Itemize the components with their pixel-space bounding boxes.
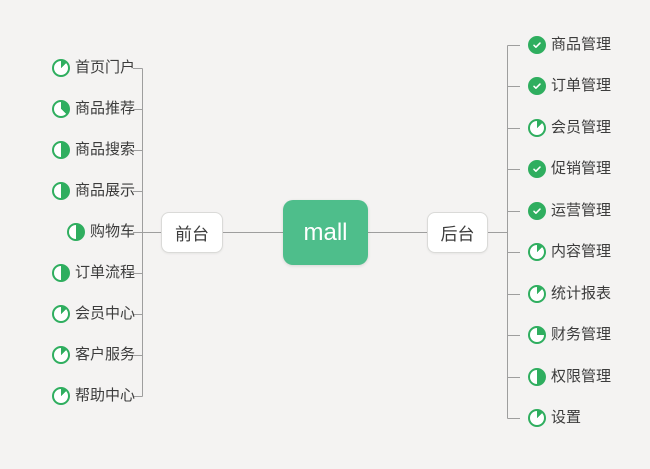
progress-icon [528, 326, 546, 344]
progress-icon [51, 141, 70, 159]
topic-label: 会员中心 [74, 305, 135, 322]
branch-node-backend[interactable]: 后台 [427, 212, 488, 253]
topic-label: 商品搜索 [74, 141, 135, 158]
topic-item[interactable]: 商品搜索 [51, 140, 135, 160]
check-icon [533, 42, 541, 48]
topic-label: 订单管理 [551, 77, 612, 94]
progress-icon [528, 77, 546, 95]
topic-label: 订单流程 [74, 264, 135, 281]
topic-label: 客户服务 [74, 346, 135, 363]
topic-label: 商品推荐 [74, 100, 135, 117]
topic-label: 首页门户 [74, 59, 135, 76]
progress-icon [51, 346, 70, 364]
progress-icon [528, 243, 546, 261]
topic-item[interactable]: 购物车 [66, 222, 135, 242]
progress-icon [66, 223, 85, 241]
topic-label: 设置 [551, 409, 582, 426]
root-node-mall[interactable]: mall [283, 200, 368, 265]
progress-icon [528, 202, 546, 220]
topic-item[interactable]: 权限管理 [528, 367, 611, 387]
topic-item[interactable]: 内容管理 [528, 242, 611, 262]
topic-label: 统计报表 [551, 285, 612, 302]
progress-icon [51, 59, 70, 77]
topic-label: 商品管理 [551, 36, 612, 53]
progress-icon [51, 264, 70, 282]
topic-item[interactable]: 促销管理 [528, 159, 611, 179]
topic-item[interactable]: 会员中心 [51, 304, 135, 324]
topic-item[interactable]: 客户服务 [51, 345, 135, 365]
branch-node-frontend[interactable]: 前台 [161, 212, 223, 253]
topic-label: 帮助中心 [74, 387, 135, 404]
topic-item[interactable]: 首页门户 [51, 58, 135, 78]
progress-icon [528, 409, 546, 427]
progress-icon [528, 36, 546, 54]
topic-item[interactable]: 财务管理 [528, 325, 611, 345]
progress-icon [528, 119, 546, 137]
progress-icon [528, 368, 546, 386]
topic-item[interactable]: 商品展示 [51, 181, 135, 201]
topic-item[interactable]: 商品推荐 [51, 99, 135, 119]
progress-icon [528, 285, 546, 303]
topic-label: 会员管理 [551, 119, 612, 136]
topic-label: 内容管理 [551, 243, 612, 260]
topic-item[interactable]: 会员管理 [528, 118, 611, 138]
topic-item[interactable]: 订单流程 [51, 263, 135, 283]
progress-icon [51, 182, 70, 200]
check-icon [533, 208, 541, 214]
topic-label: 财务管理 [551, 326, 612, 343]
progress-icon [51, 305, 70, 323]
progress-icon [51, 387, 70, 405]
topic-item[interactable]: 商品管理 [528, 35, 611, 55]
topic-label: 购物车 [89, 223, 135, 240]
topic-label: 权限管理 [551, 368, 612, 385]
topic-item[interactable]: 设置 [528, 408, 581, 428]
topic-label: 运营管理 [551, 202, 612, 219]
topic-item[interactable]: 统计报表 [528, 284, 611, 304]
check-icon [533, 166, 541, 172]
topic-item[interactable]: 帮助中心 [51, 386, 135, 406]
progress-icon [51, 100, 70, 118]
topic-item[interactable]: 订单管理 [528, 76, 611, 96]
topic-item[interactable]: 运营管理 [528, 201, 611, 221]
check-icon [533, 83, 541, 89]
progress-icon [528, 160, 546, 178]
topic-label: 促销管理 [551, 160, 612, 177]
topic-label: 商品展示 [74, 182, 135, 199]
